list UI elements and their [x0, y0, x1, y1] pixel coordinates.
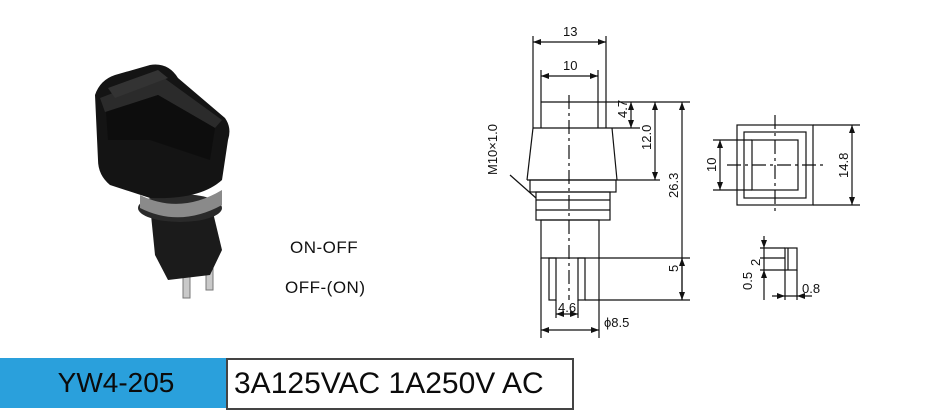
- rating-box: 3A125VAC 1A250V AC: [226, 358, 574, 410]
- dim-pin-width: 2: [748, 259, 763, 266]
- dim-pin-thick: 0.5: [740, 272, 755, 290]
- dim-thread: M10×1.0: [485, 124, 500, 175]
- pin-detail-arrows: [761, 240, 805, 299]
- electrical-rating: 3A125VAC 1A250V AC: [234, 367, 544, 400]
- dim-pin-spacing: 4.6: [558, 300, 576, 315]
- dim-pin-diameter: ϕ8.5: [604, 315, 629, 330]
- front-view-arrows: [533, 39, 685, 333]
- dim-terminal-length: 5: [666, 265, 681, 272]
- model-number: YW4-205: [57, 367, 175, 398]
- dim-total-height: 26.3: [666, 173, 681, 198]
- function-label-2: OFF-(ON): [285, 278, 366, 297]
- top-view: [713, 115, 860, 215]
- model-badge: YW4-205: [0, 358, 232, 408]
- function-label-1: ON-OFF: [290, 238, 359, 257]
- switch-photo: [95, 64, 230, 299]
- dim-top-inner: 10: [704, 158, 719, 172]
- dim-width-outer: 13: [563, 24, 577, 39]
- dim-cap-step: 4.7: [615, 100, 630, 118]
- top-view-arrows: [717, 125, 855, 205]
- dim-pin-gap: 0.8: [802, 281, 820, 296]
- front-view: [509, 36, 690, 338]
- dim-top-outer: 14.8: [836, 153, 851, 178]
- dim-cap-height: 12.0: [639, 125, 654, 150]
- dim-width-inner: 10: [563, 58, 577, 73]
